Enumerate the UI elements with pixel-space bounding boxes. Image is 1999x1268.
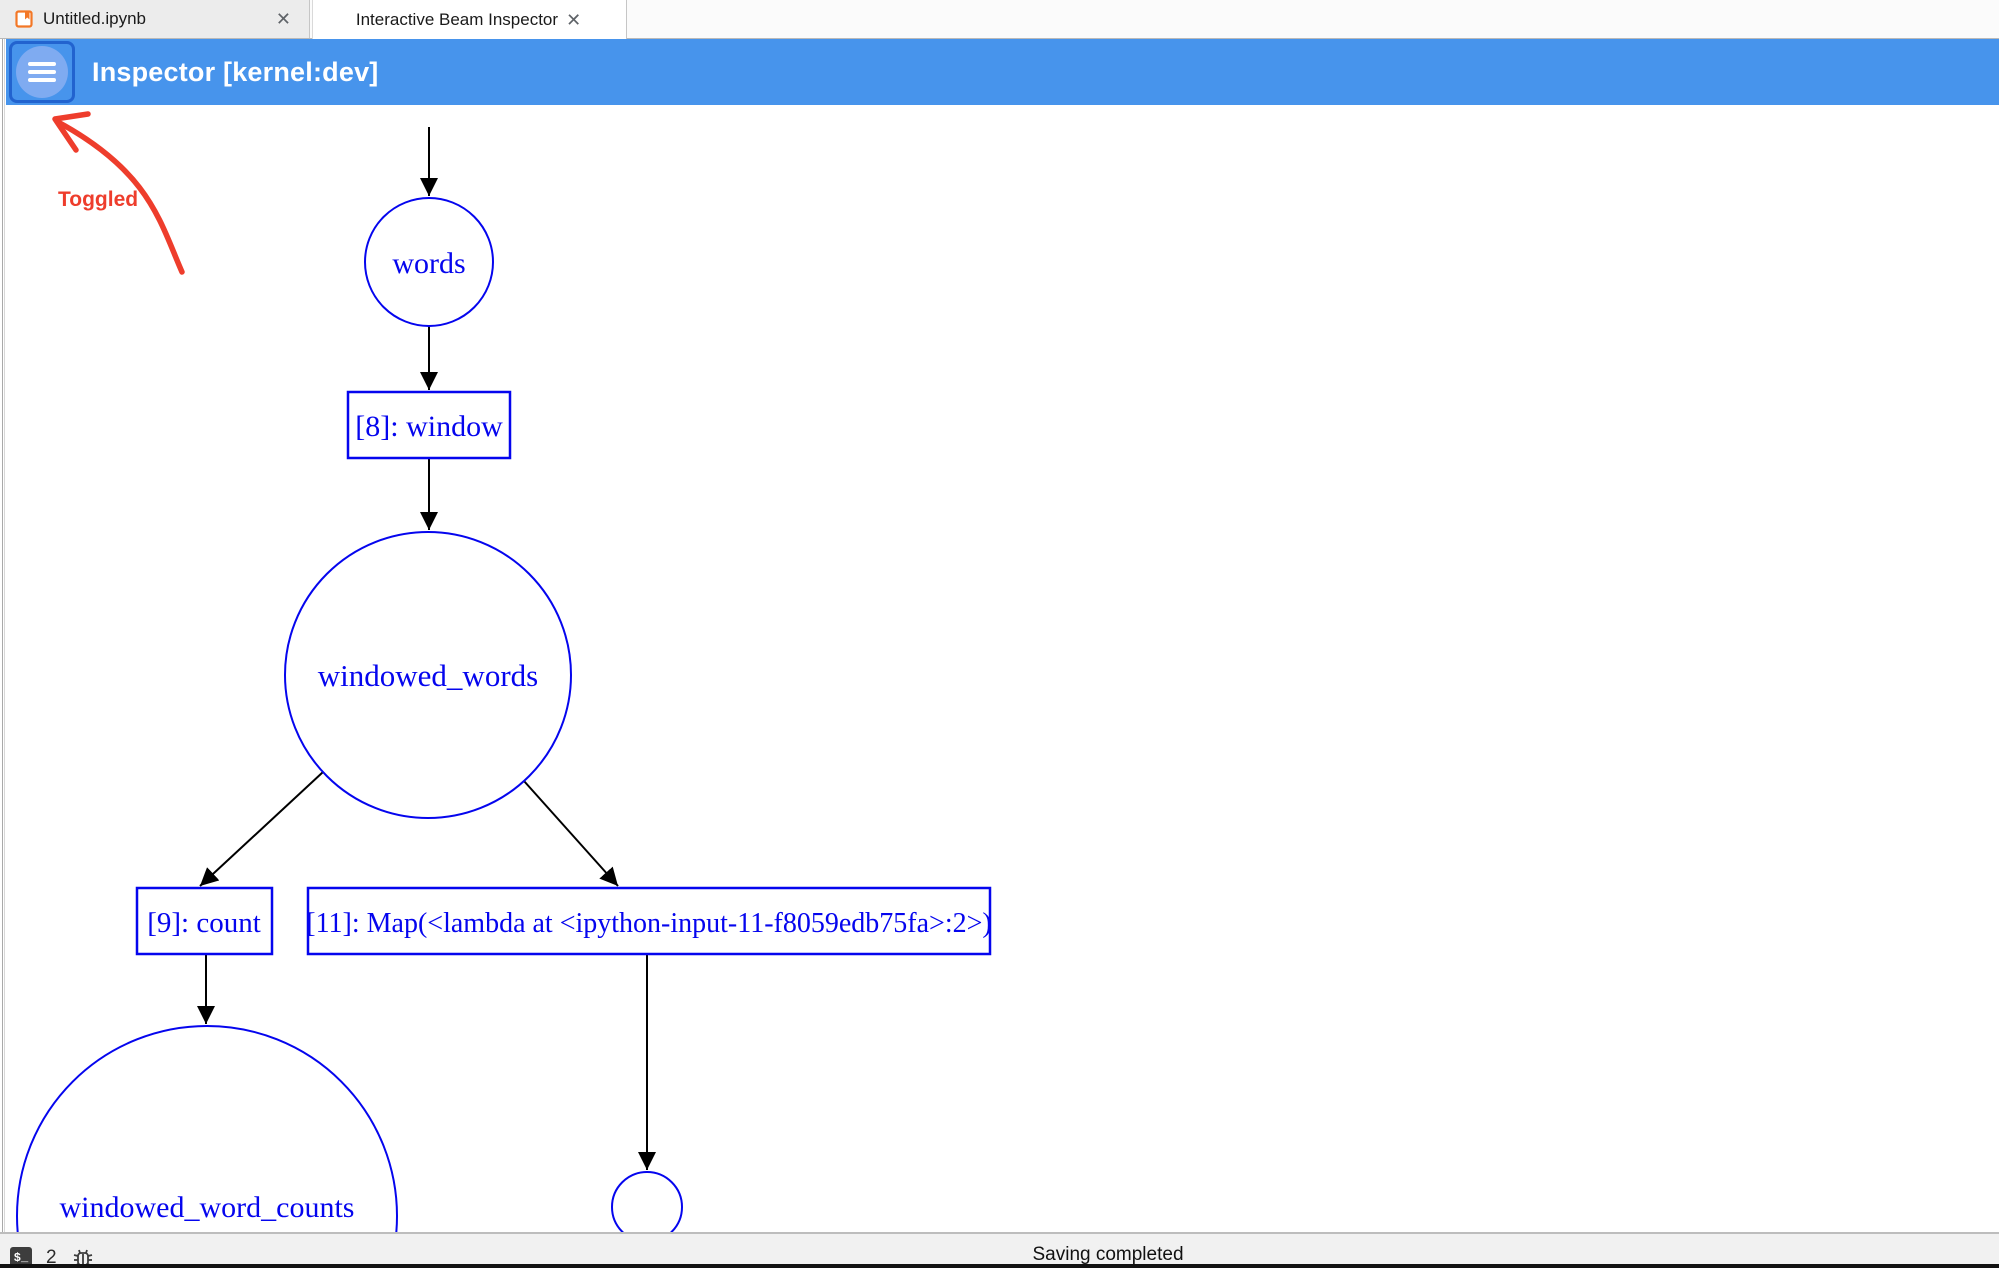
annotation-toggled-label: Toggled xyxy=(58,188,139,211)
inspector-title: Inspector [kernel:dev] xyxy=(92,56,379,87)
inspector-header: Inspector [kernel:dev] xyxy=(6,39,1999,105)
close-icon[interactable]: ✕ xyxy=(566,9,582,30)
node-label: windowed_word_counts xyxy=(60,1191,355,1224)
tab-label: Untitled.ipynb xyxy=(43,9,147,28)
window-left-edge xyxy=(2,39,3,1264)
dock-tab-bar: Untitled.ipynb ✕ Interactive Beam Inspec… xyxy=(0,0,1999,39)
edge-windowedwords-count xyxy=(199,771,324,887)
hamburger-icon xyxy=(16,46,68,98)
node-unnamed-output[interactable] xyxy=(611,1171,683,1232)
save-status-message: Saving completed xyxy=(1032,1244,1184,1265)
menu-button[interactable] xyxy=(9,41,75,103)
annotation-arrow xyxy=(52,111,185,275)
tab-label: Interactive Beam Inspector xyxy=(355,9,559,29)
node-map-lambda[interactable]: [11]: Map(<lambda at <ipython-input-11-f… xyxy=(306,886,992,956)
panel-left-border xyxy=(4,39,5,1264)
close-icon[interactable]: ✕ xyxy=(275,9,291,29)
node-label: windowed_words xyxy=(318,658,538,693)
node-windowed-words[interactable]: windowed_words xyxy=(284,531,572,819)
status-bar: $_ 2 Saving completed xyxy=(0,1234,1999,1268)
node-label: [11]: Map(<lambda at <ipython-input-11-f… xyxy=(306,908,991,939)
node-words[interactable]: words xyxy=(364,197,494,327)
screen-bottom-edge xyxy=(0,1264,1999,1268)
dag-edges xyxy=(197,127,656,1170)
node-label: words xyxy=(392,247,465,280)
terminal-icon: $_ xyxy=(10,1247,32,1268)
edge-windowedwords-map xyxy=(523,780,619,887)
tab-beam-inspector[interactable]: Interactive Beam Inspector ✕ xyxy=(312,0,627,39)
statusbar-divider xyxy=(0,1232,1999,1234)
pipeline-dag: words [8]: window windowed_words [9]: co… xyxy=(16,111,992,1232)
tab-untitled-notebook[interactable]: Untitled.ipynb ✕ xyxy=(0,0,310,38)
pipeline-graph-panel: words [8]: window windowed_words [9]: co… xyxy=(5,105,1999,1232)
node-label: [8]: window xyxy=(355,410,503,443)
node-label: [9]: count xyxy=(147,907,261,939)
node-windowed-word-counts[interactable]: windowed_word_counts xyxy=(16,1025,398,1232)
node-window[interactable]: [8]: window xyxy=(346,390,512,460)
kernel-count: 2 xyxy=(46,1247,57,1268)
node-count[interactable]: [9]: count xyxy=(135,886,274,956)
notebook-icon xyxy=(15,10,33,28)
tabbar-divider xyxy=(0,38,1999,39)
